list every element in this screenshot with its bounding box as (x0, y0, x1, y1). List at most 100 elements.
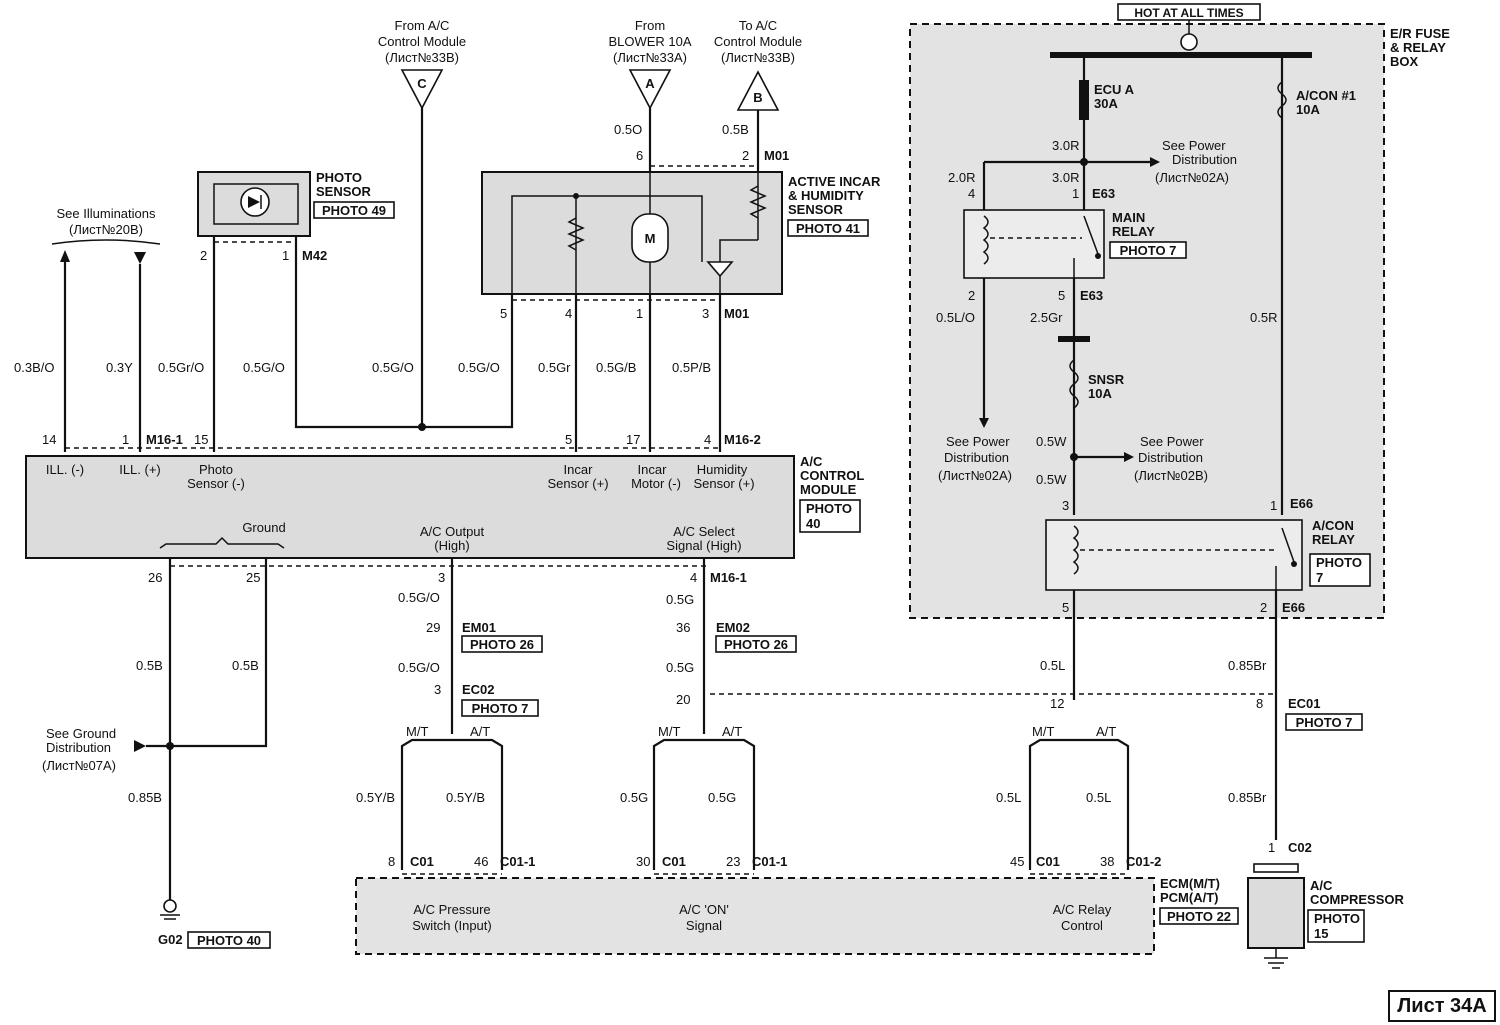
pin: 25 (246, 570, 260, 585)
photo-sensor-pin-label-2: Sensor (-) (187, 476, 245, 491)
wire-label: 0.5P/B (672, 360, 711, 375)
ecm-conn: C01-2 (1126, 854, 1161, 869)
wire-label: 0.5G (666, 660, 694, 675)
ill-minus: ILL. (-) (46, 462, 84, 477)
pin: 1 (1072, 186, 1079, 201)
wire-label: 0.5Y/B (446, 790, 485, 805)
conn-b-line2: Control Module (714, 34, 802, 49)
ecm-pin: 38 (1100, 854, 1114, 869)
conn: E66 (1290, 496, 1313, 511)
incar-photo-text: PHOTO 41 (796, 221, 860, 236)
battery-terminal-icon (1180, 33, 1198, 51)
ec02: EC02 (462, 682, 495, 697)
wire-label: 0.5L/O (936, 310, 975, 325)
connector-a-triangle (628, 69, 672, 110)
ecm-pin: 23 (726, 854, 740, 869)
conn-a-line2: BLOWER 10A (608, 34, 691, 49)
ecm-label-2b: Signal (686, 918, 722, 933)
acon-photo-2: 7 (1316, 570, 1323, 585)
power-ref-3: See Power (1140, 434, 1204, 449)
mt-label: M/T (658, 724, 680, 739)
wire-label: 0.5L (996, 790, 1021, 805)
compressor-clutch (1253, 863, 1299, 873)
compressor-title: A/C (1310, 878, 1333, 893)
arrow-up-icon (60, 250, 70, 262)
main-relay-title-2: RELAY (1112, 224, 1155, 239)
photo-sensor-title-2: SENSOR (316, 184, 372, 199)
photo-sensor-photo (313, 201, 395, 219)
conn: M01 (764, 148, 789, 163)
wire-label: 0.5Y/B (356, 790, 395, 805)
power-ref-1: See Power (1162, 138, 1226, 153)
snsr-fuse-clip (1058, 336, 1090, 342)
conn: M16-1 (146, 432, 183, 447)
incar-thermistor-icon (567, 217, 585, 251)
em02-photo (715, 635, 797, 653)
conn-a-line1: From (635, 18, 665, 33)
pin: 5 (1062, 600, 1069, 615)
ac-select-label-2: Signal (High) (666, 538, 741, 553)
illum-ref-1: See Illuminations (57, 206, 156, 221)
incar-title-3: SENSOR (788, 202, 844, 217)
incar-title-2: & HUMIDITY (788, 188, 864, 203)
pin: 1 (1270, 498, 1277, 513)
c02: C02 (1288, 840, 1312, 855)
module-photo-2: 40 (806, 516, 820, 531)
power-ref-1b: Distribution (1172, 152, 1237, 167)
photo-sensor-pin-label: Photo (199, 462, 233, 477)
humidity-sensor-icon (749, 185, 767, 219)
wire-label: 0.5G (620, 790, 648, 805)
wire-label: 0.5G/O (398, 590, 440, 605)
pin: 1 (1268, 840, 1275, 855)
em02: EM02 (716, 620, 750, 635)
compressor-photo-1: PHOTO (1314, 911, 1360, 926)
conn-b-letter: B (753, 90, 762, 105)
pin: 5 (500, 306, 507, 321)
wire-label: 0.85B (128, 790, 162, 805)
ecm-label-2: A/C 'ON' (679, 902, 729, 917)
pin: 12 (1050, 696, 1064, 711)
ac-select-label: A/C Select (673, 524, 735, 539)
photo-sensor-photo-text: PHOTO 49 (322, 203, 386, 218)
wire-label: 0.5G (708, 790, 736, 805)
arrow-down-icon (134, 252, 146, 264)
compressor-photo-2: 15 (1314, 926, 1328, 941)
ec01-photo-text: PHOTO 7 (1296, 715, 1353, 730)
wire-label: 0.85Br (1228, 790, 1267, 805)
pin: 5 (1058, 288, 1065, 303)
wire-label: 0.5W (1036, 472, 1067, 487)
incar-title-1: ACTIVE INCAR (788, 174, 881, 189)
pin: 3 (1062, 498, 1069, 513)
snsr-label: SNSR (1088, 372, 1125, 387)
main-relay-coil-icon (982, 215, 989, 265)
conn-a-line3: (Лист№33A) (613, 50, 687, 65)
em01-photo (461, 635, 543, 653)
power-ref-2c: (Лист№02A) (938, 468, 1012, 483)
wire-label: 0.5W (1036, 434, 1067, 449)
wire-label: 0.3B/O (14, 360, 54, 375)
at-label: A/T (470, 724, 490, 739)
at-label: A/T (722, 724, 742, 739)
ecm-conn: C01-1 (752, 854, 787, 869)
acon1-fuse (1277, 81, 1287, 119)
wire-label: 0.5G/B (596, 360, 636, 375)
pin: 1 (636, 306, 643, 321)
acon1-rating: 10A (1296, 102, 1320, 117)
incar-motor-pin-label-2: Motor (-) (631, 476, 681, 491)
pin: 14 (42, 432, 56, 447)
module-title-1: A/C (800, 454, 823, 469)
wire-label: 3.0R (1052, 170, 1079, 185)
incar-motor-icon (631, 213, 669, 263)
ecu-a-label: ECU A (1094, 82, 1135, 97)
main-relay (963, 209, 1105, 279)
ground-ref-3: (Лист№07A) (42, 758, 116, 773)
pin: 2 (742, 148, 749, 163)
ecm-conn: C01-1 (500, 854, 535, 869)
ac-control-module (25, 455, 795, 559)
compressor (1247, 877, 1305, 949)
ec02-photo-text: PHOTO 7 (472, 701, 529, 716)
pin: 2 (1260, 600, 1267, 615)
motor-label: M (645, 231, 656, 246)
ecm-pin: 8 (388, 854, 395, 869)
